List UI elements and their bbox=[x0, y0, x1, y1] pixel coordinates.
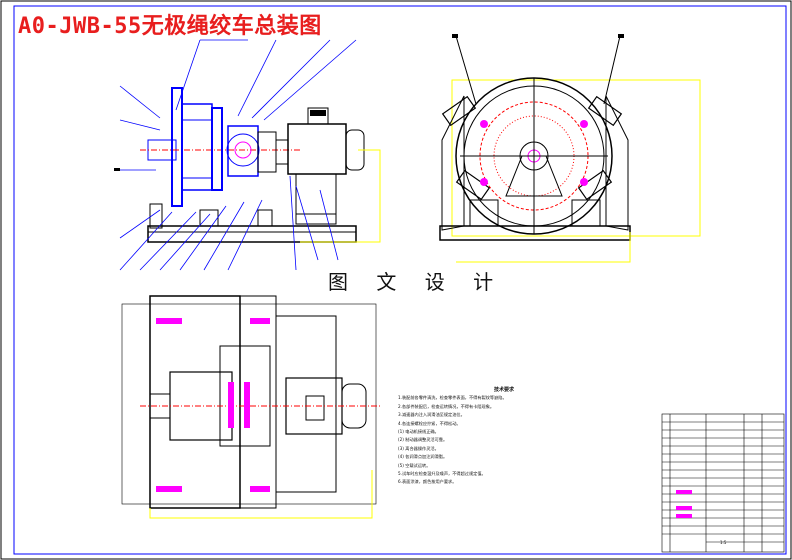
note-line: (4) 各润滑点加注润滑脂。 bbox=[398, 454, 448, 460]
front-view bbox=[114, 39, 381, 271]
side-view bbox=[439, 34, 701, 263]
gear-icon bbox=[226, 125, 260, 177]
drum-icon bbox=[451, 79, 701, 237]
note-line: (5) 空载试运转。 bbox=[398, 462, 431, 468]
title-block-code: 1:5 bbox=[720, 540, 727, 545]
note-line: 1.装配前各零件清洗，检查零件表面，不得有裂纹等缺陷。 bbox=[398, 395, 507, 401]
top-view bbox=[121, 295, 380, 519]
notes-heading: 技术要求 bbox=[493, 387, 514, 393]
note-line: 2.各部件装配后，检查运转情况，不得有卡阻现象。 bbox=[398, 403, 495, 409]
motor-icon bbox=[287, 107, 365, 225]
note-line: 4.各连接螺栓应拧紧，不得松动。 bbox=[398, 420, 461, 426]
drawing-title: A0-JWB-55无极绳绞车总装图 bbox=[18, 14, 322, 39]
note-line: 6.表面涂漆，颜色按用户要求。 bbox=[398, 479, 457, 485]
note-line: 3.减速器内注入润滑油至规定油位。 bbox=[398, 412, 465, 418]
note-line: (1) 电动机接线正确。 bbox=[398, 429, 439, 435]
technical-notes: 技术要求 1.装配前各零件清洗，检查零件表面，不得有裂纹等缺陷。 2.各部件装配… bbox=[398, 386, 610, 487]
watermark-text: 图 文 设 计 bbox=[328, 270, 505, 294]
note-line: (2) 制动器调整灵活可靠。 bbox=[398, 437, 448, 443]
note-line: 5.试车时应检查温升及噪声，不得超过规定值。 bbox=[398, 471, 486, 477]
title-block bbox=[661, 413, 785, 553]
note-line: (3) 离合器操作灵活。 bbox=[398, 445, 439, 451]
inner-border bbox=[13, 5, 787, 555]
